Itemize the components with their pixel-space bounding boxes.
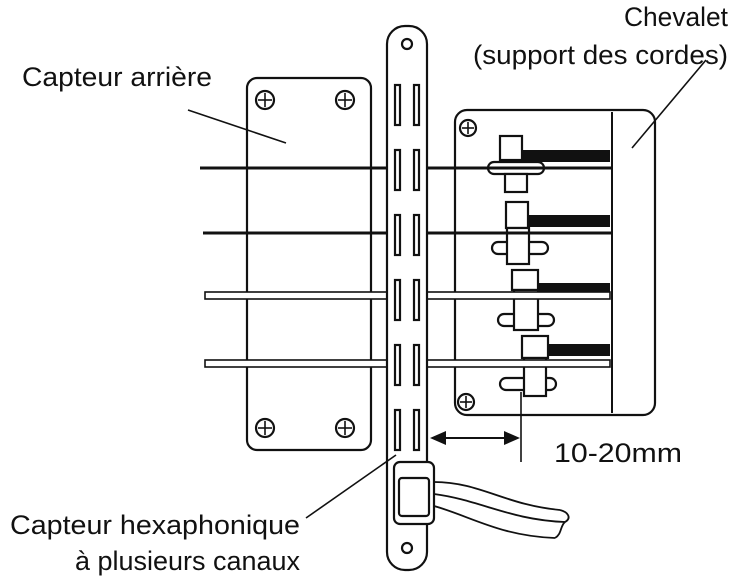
bridge bbox=[453, 108, 657, 417]
arrow-right-icon bbox=[504, 431, 520, 445]
rear-pickup-screws bbox=[254, 89, 356, 439]
bridge-screw-icon bbox=[458, 118, 478, 138]
hex-pickup bbox=[385, 24, 570, 572]
pickup-cable bbox=[433, 481, 570, 539]
bridge-label-line1: Chevalet bbox=[624, 2, 728, 32]
screw-icon bbox=[334, 89, 356, 111]
bridge-screw-icon bbox=[456, 392, 476, 412]
rear-pickup-label: Capteur arrière bbox=[22, 62, 212, 92]
arrow-left-icon bbox=[430, 431, 446, 445]
bridge-label-line2: (support des cordes) bbox=[473, 40, 728, 70]
screw-icon bbox=[254, 89, 276, 111]
hex-pickup-coil-slots bbox=[393, 83, 421, 452]
hex-pickup-label-line2: à plusieurs canaux bbox=[75, 546, 300, 576]
distance-label: 10-20mm bbox=[554, 438, 682, 468]
pickup-connector-icon bbox=[392, 460, 436, 526]
screw-icon bbox=[334, 417, 356, 439]
distance-dimension bbox=[430, 392, 522, 462]
hex-pickup-label-line1: Capteur hexaphonique bbox=[10, 510, 300, 540]
screw-icon bbox=[254, 417, 276, 439]
leader-lines bbox=[187, 59, 707, 519]
rear-pickup bbox=[245, 76, 373, 452]
